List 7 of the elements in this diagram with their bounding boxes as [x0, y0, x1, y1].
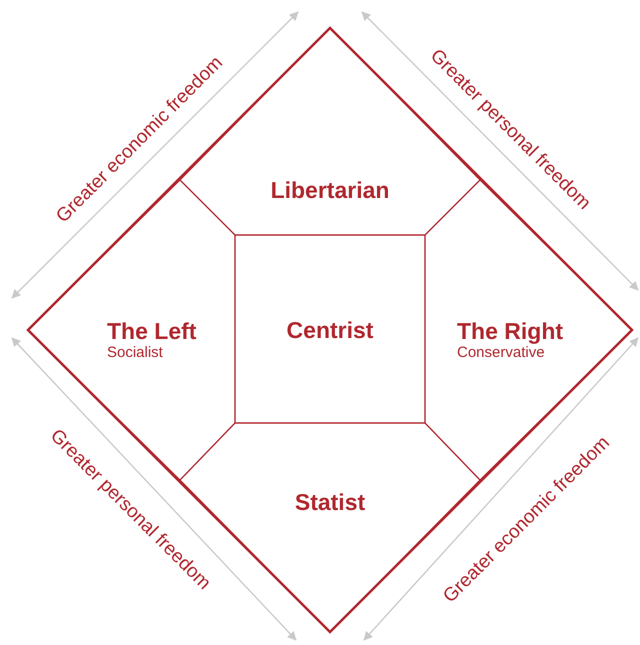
region-title: Centrist [286, 317, 374, 343]
region-title: Libertarian [270, 177, 390, 203]
region-title: The Right [457, 318, 564, 344]
region-subtitle: Conservative [457, 344, 546, 362]
region-subtitle: Socialist [107, 344, 164, 362]
region-title: Statist [294, 489, 366, 515]
region-title: The Left [107, 318, 196, 344]
